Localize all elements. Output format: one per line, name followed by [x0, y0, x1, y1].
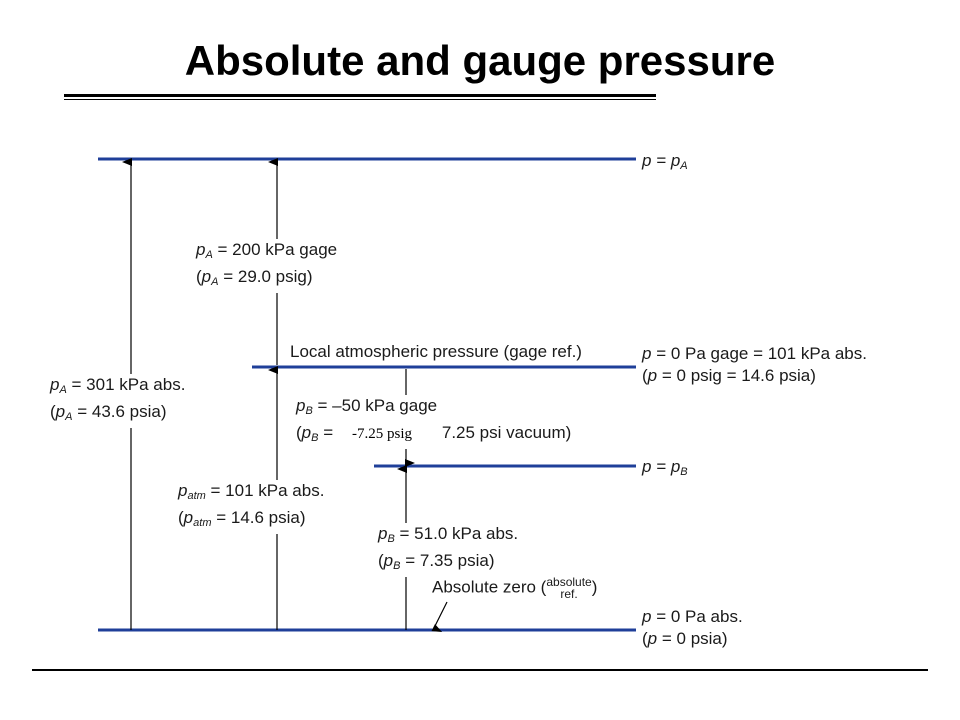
annotation-pA-abs: pA = 301 kPa abs. (pA = 43.6 psia)	[48, 374, 188, 428]
level-label-atm: p = 0 Pa gage = 101 kPa abs. (p = 0 psig…	[642, 344, 867, 385]
annotation-patm-abs: patm = 101 kPa abs. (patm = 14.6 psia)	[176, 480, 327, 534]
arrow-abs-zero	[431, 601, 448, 633]
level-label-zero: p = 0 Pa abs. (p = 0 psia)	[642, 607, 743, 648]
annotation-pA-gage: pA = 200 kPa gage (pA = 29.0 psig)	[194, 239, 340, 293]
level-label-pA: p = pA	[642, 151, 688, 172]
level-label-pB: p = pB	[642, 457, 688, 478]
title-underline-thick	[64, 94, 656, 97]
title-underline-thin	[64, 99, 656, 100]
annotation-pB-psig-override: -7.25 psig	[349, 425, 415, 443]
annotation-pB-abs: pB = 51.0 kPa abs. (pB = 7.35 psia)	[376, 523, 521, 577]
annotation-atm-ref: Local atmospheric pressure (gage ref.)	[290, 342, 582, 361]
annotation-pB-gage: pB = –50 kPa gage (pB = 7.25 psi vacuum)	[294, 395, 574, 449]
footer-rule	[32, 669, 928, 671]
page-title: Absolute and gauge pressure	[184, 37, 776, 84]
